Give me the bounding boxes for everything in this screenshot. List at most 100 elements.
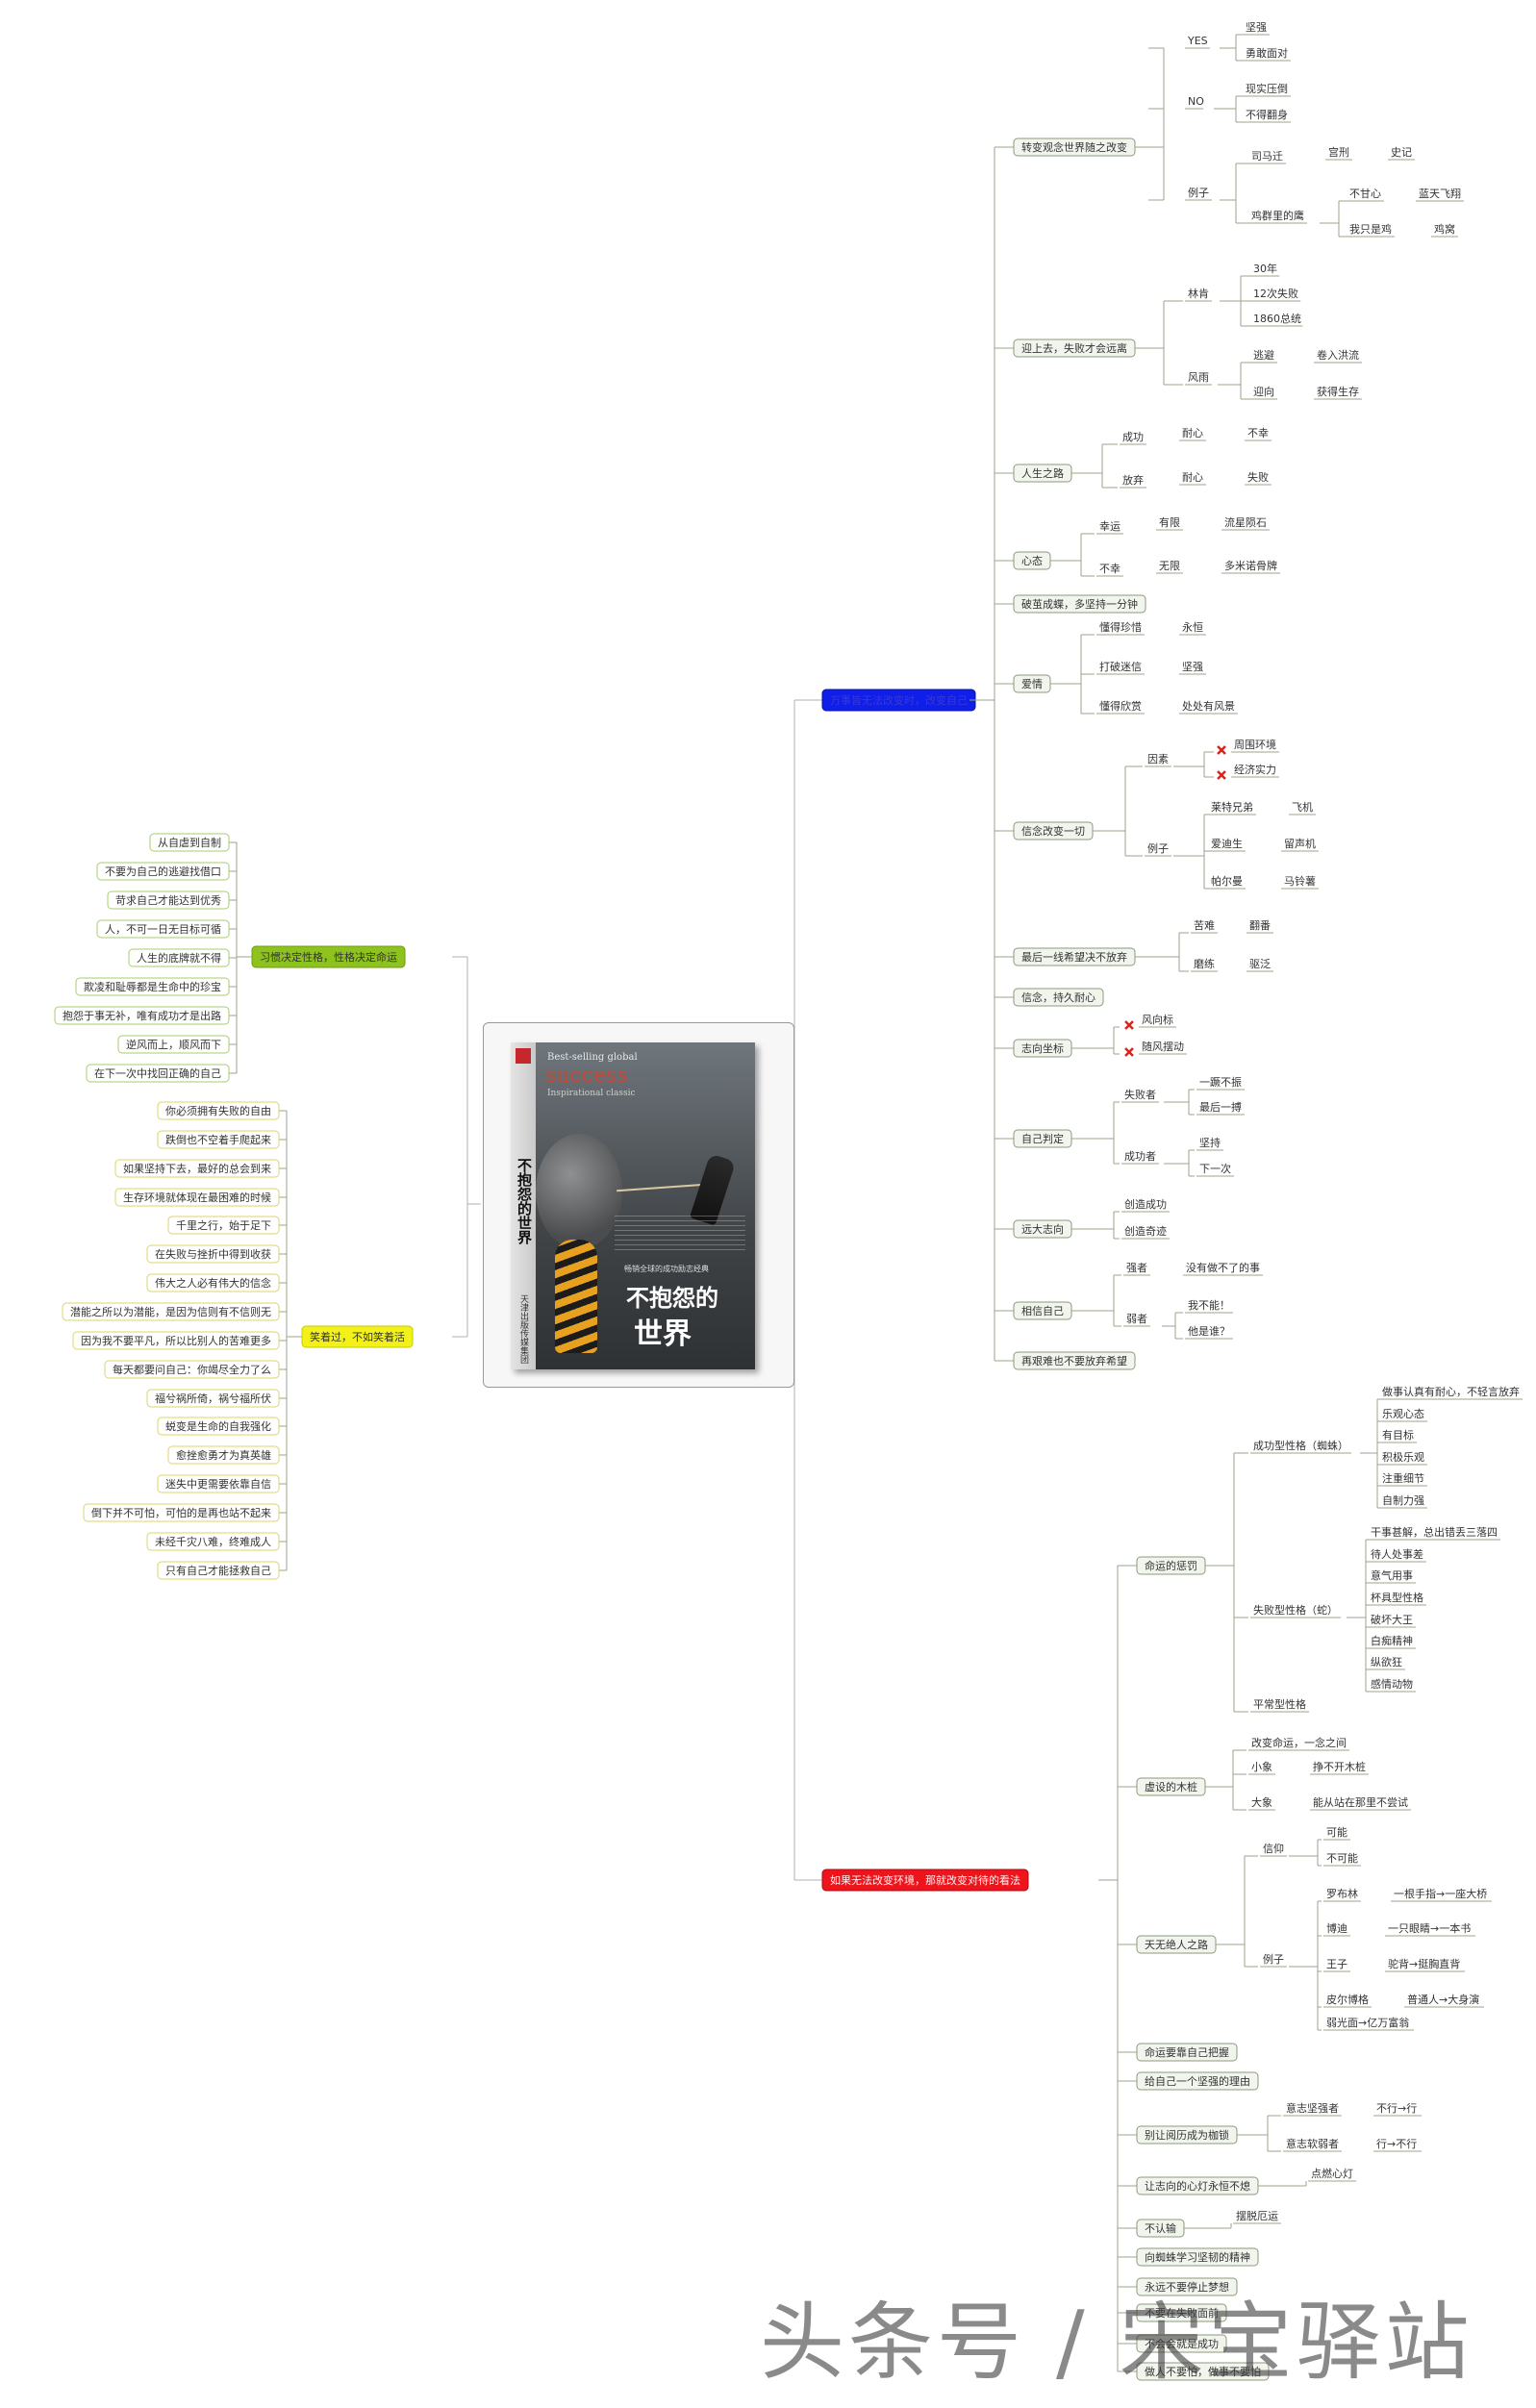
- yellow-leaf-box: [157, 1561, 280, 1580]
- leaf: 创造奇迹: [1124, 1224, 1167, 1238]
- green-leaf-box: [75, 977, 230, 996]
- leaf: 翻番: [1249, 918, 1271, 932]
- leaf: 卷入洪流: [1317, 348, 1359, 362]
- green-leaf-box: [107, 890, 230, 910]
- blue-sub-s12: 远大志向: [1021, 1222, 1064, 1236]
- leaf: 司马迁: [1251, 150, 1283, 163]
- yellow-leaf: 迷失中更需要依靠自信: [165, 1477, 271, 1491]
- blue-sub-s8: 最后一线希望决不放弃: [1021, 950, 1127, 964]
- yellow-leaf: 未经千灾八难，终难成人: [155, 1535, 271, 1548]
- leaf: 成功型性格（蜘蛛）: [1253, 1439, 1348, 1452]
- leaf: 帕尔曼: [1211, 874, 1243, 888]
- yellow-leaf-box: [104, 1360, 280, 1379]
- yellow-leaf-box: [62, 1302, 280, 1321]
- yellow-leaf-box: [157, 1130, 280, 1149]
- book-blurb-lines: [615, 1216, 745, 1254]
- red-sub-r9-box: [1136, 2247, 1259, 2267]
- leaf: 大象: [1251, 1795, 1272, 1809]
- leaf: 有目标: [1382, 1428, 1414, 1442]
- leaf: 一只眼睛→一本书: [1388, 1921, 1471, 1935]
- leaf: 勇敢面对: [1246, 46, 1288, 60]
- spine-title: 不抱怨的世界: [516, 1158, 533, 1244]
- red-sub-r5-box: [1136, 2071, 1259, 2091]
- leaf: 成功者: [1124, 1150, 1156, 1163]
- leaf: 多米诺骨牌: [1224, 559, 1277, 572]
- yellow-leaf-box: [146, 1273, 280, 1292]
- red-sub-r5: 给自己一个坚强的理由: [1145, 2074, 1250, 2088]
- leaf: 不甘心: [1349, 188, 1381, 200]
- leaf: 例子: [1263, 1952, 1284, 1966]
- yellow-leaf: 福兮祸所倚，祸兮福所伏: [155, 1392, 271, 1405]
- leaf: 逃避: [1253, 348, 1274, 362]
- leaf: 破坏大王: [1371, 1613, 1413, 1626]
- spine-publisher: 天津出版传媒集团: [518, 1294, 528, 1364]
- green-leaf-box: [117, 1035, 230, 1054]
- leaf: 处处有风景: [1182, 699, 1235, 713]
- green-leaf-box: [96, 862, 230, 881]
- red-sub-r6: 别让阅历成为枷锁: [1145, 2128, 1229, 2142]
- yellow-leaf: 在失败与挫折中得到收获: [155, 1247, 271, 1261]
- green-leaf: 抱怨于事无补，唯有成功才是出路: [63, 1009, 221, 1022]
- x-mark-icon: [1217, 745, 1226, 755]
- leaf: 随风摆动: [1142, 1040, 1184, 1053]
- leaf: 鸡窝: [1434, 222, 1455, 236]
- leaf: 干事甚解，总出错丢三落四: [1371, 1525, 1498, 1539]
- green-leaf: 不要为自己的逃避找借口: [105, 865, 221, 878]
- leaf: 现实压倒: [1246, 82, 1288, 95]
- center-node-book-cover: 不抱怨的世界 天津出版传媒集团 Best-selling global succ…: [483, 1022, 794, 1388]
- green-leaf: 欺凌和耻辱都是生命中的珍宝: [84, 980, 221, 993]
- x-mark-icon: [1217, 770, 1226, 780]
- green-leaf: 苛求自己才能达到优秀: [115, 893, 221, 907]
- green-leaf: 从自虐到自制: [158, 837, 221, 849]
- watermark: 头条号 / 宋宝驿站: [760, 2293, 1473, 2392]
- green-leaf-box: [128, 948, 230, 967]
- main-branch-green: 习惯决定性格，性格决定命运: [260, 950, 397, 964]
- leaf: 耐心: [1182, 427, 1203, 439]
- red-sub-r12-box: [1136, 2334, 1227, 2353]
- book-image: 不抱怨的世界 天津出版传媒集团 Best-selling global succ…: [511, 1042, 755, 1369]
- leaf: 罗布林: [1326, 1887, 1358, 1900]
- red-sub-r12: 不会会就是成功: [1145, 2337, 1219, 2350]
- leaf: 行→不行: [1376, 2138, 1417, 2150]
- leaf: 30年: [1253, 262, 1277, 275]
- striped-figure-illustration: [555, 1240, 597, 1353]
- leaf: 耐心: [1182, 471, 1203, 484]
- publisher-logo-icon: [516, 1048, 531, 1064]
- leaf: 王子: [1326, 1958, 1347, 1970]
- leaf: 爱迪生: [1211, 837, 1243, 850]
- leaf: 意志坚强者: [1286, 2101, 1339, 2115]
- leaf: 能从站在那里不尝试: [1313, 1795, 1408, 1809]
- red-sub-r13-box: [1136, 2362, 1270, 2381]
- leaf: 不幸: [1247, 427, 1269, 439]
- blue-sub-s9-box: [1013, 988, 1104, 1007]
- blue-sub-s6: 爱情: [1021, 678, 1043, 690]
- leaf: 坚强: [1182, 661, 1203, 673]
- leaf: 马铃薯: [1284, 874, 1316, 888]
- main-branch-yellow: 笑着过，不如笑着活: [310, 1330, 405, 1343]
- book-en-big: success: [545, 1064, 628, 1088]
- green-leaf-box: [96, 919, 230, 939]
- red-sub-r4-box: [1136, 2043, 1238, 2062]
- red-sub-r7: 让志向的心灯永恒不熄: [1145, 2179, 1250, 2193]
- red-sub-r10-box: [1136, 2277, 1238, 2296]
- leaf: 懂得珍惜: [1099, 620, 1142, 634]
- leaf: 宫刑: [1328, 145, 1349, 159]
- yellow-leaf-box: [167, 1216, 280, 1235]
- blue-sub-s10: 志向坐标: [1021, 1041, 1064, 1055]
- leaf: 莱特兄弟: [1211, 800, 1253, 814]
- leaf: NO: [1188, 95, 1204, 108]
- leaf: 纵欲狂: [1371, 1655, 1402, 1668]
- yellow-leaf: 伟大之人必有伟大的信念: [155, 1276, 271, 1290]
- book-en-sub: Inspirational classic: [547, 1089, 636, 1098]
- red-sub-r8: 不认输: [1145, 2221, 1176, 2235]
- yellow-leaf-box: [146, 1389, 280, 1408]
- leaf: 迎向: [1253, 385, 1274, 398]
- leaf: 12次失败: [1253, 287, 1298, 300]
- leaf: 点燃心灯: [1311, 2167, 1353, 2180]
- leaf: 博迪: [1326, 1922, 1347, 1935]
- yellow-leaf: 蜕变是生命的自我强化: [165, 1419, 271, 1433]
- leaf: 摆脱厄运: [1236, 2209, 1278, 2222]
- red-sub-r9: 向蜘蛛学习坚韧的精神: [1145, 2250, 1250, 2264]
- blue-sub-s3: 人生之路: [1021, 466, 1064, 480]
